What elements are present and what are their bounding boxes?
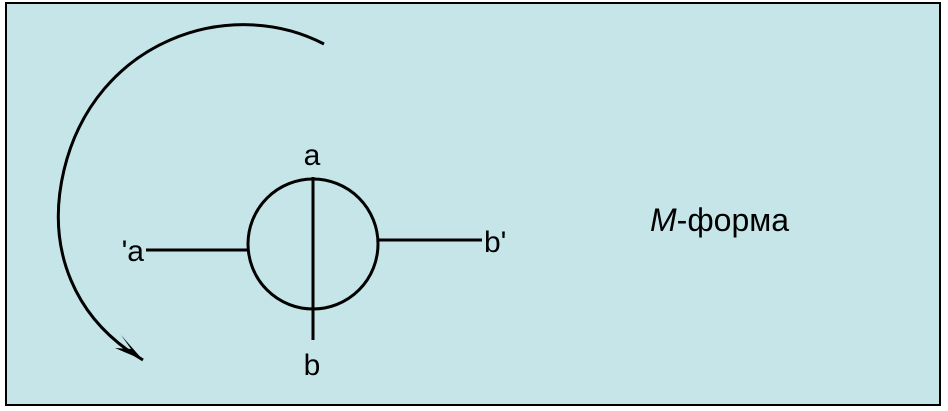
rotation-arrow	[56, 23, 325, 362]
caption-italic-part: M	[650, 202, 677, 238]
form-caption: M-форма	[650, 202, 789, 238]
label-left: 'a	[122, 235, 145, 268]
label-top: a	[304, 139, 321, 172]
label-bottom: b	[304, 349, 321, 382]
diagram-panel	[5, 2, 941, 406]
rotation-arrowhead	[115, 335, 143, 360]
caption-rest: -форма	[677, 202, 790, 238]
label-right: b'	[484, 226, 506, 259]
